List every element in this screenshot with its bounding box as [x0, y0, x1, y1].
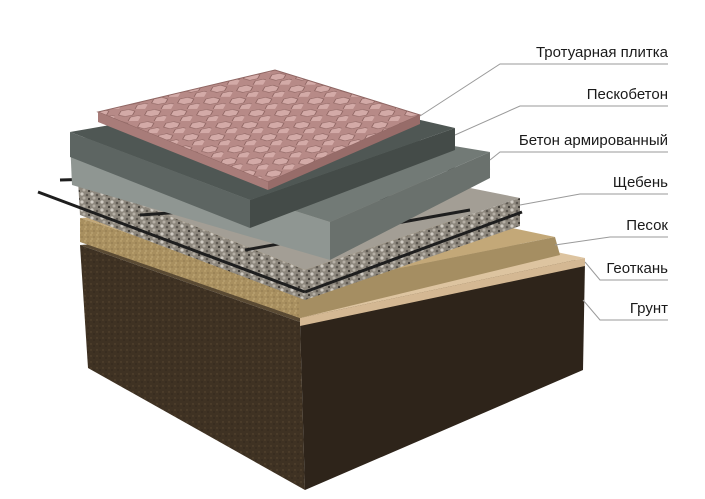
- leader-line-gravel: [519, 193, 668, 206]
- leader-lines: [419, 63, 668, 321]
- paving-tile-layer: [96, 69, 422, 190]
- leader-line-sandcement: [454, 105, 668, 136]
- leader-line-soil: [582, 299, 668, 321]
- leader-line-sand: [554, 236, 668, 246]
- leader-line-geotextile: [584, 261, 668, 281]
- leader-line-concrete: [489, 151, 668, 161]
- label-sand: Песок: [626, 217, 668, 234]
- label-gravel: Щебень: [612, 174, 668, 191]
- label-paving: Тротуарная плитка: [535, 44, 668, 61]
- label-geotextile: Геоткань: [606, 260, 668, 277]
- label-concrete: Бетон армированный: [518, 132, 668, 149]
- label-soil: Грунт: [629, 300, 668, 317]
- label-sandcement: Пескобетон: [586, 86, 668, 103]
- leader-line-paving: [419, 63, 668, 117]
